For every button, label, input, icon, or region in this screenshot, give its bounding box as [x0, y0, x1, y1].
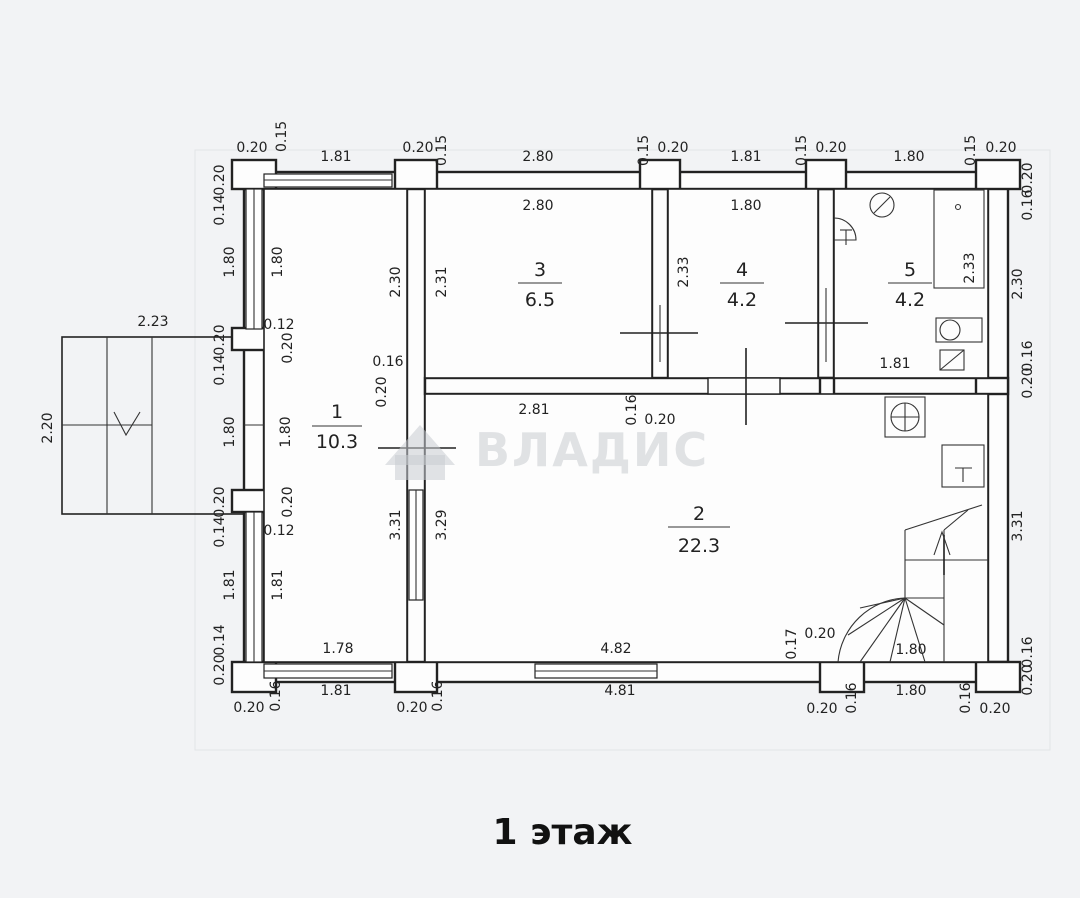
- fixtures: [833, 189, 985, 488]
- dimension-label: 3.31: [388, 509, 404, 540]
- dimension-label: 0.16: [1020, 340, 1036, 371]
- dimension-label: 3.29: [434, 509, 450, 540]
- dimension-label: 0.20: [212, 654, 228, 685]
- dimension-label: 0.14: [212, 354, 228, 385]
- dimension-label: 0.20: [280, 332, 296, 363]
- dimension-label: 3.31: [1010, 510, 1026, 541]
- dimension-label: 0.20: [236, 140, 267, 156]
- dimension-label: 2.81: [518, 402, 549, 418]
- dimensions-left: 0.20 0.14 1.80 1.80 0.12 0.20 0.20 0.14 …: [212, 164, 296, 685]
- dimension-label: 0.14: [212, 194, 228, 225]
- dimension-label: 0.20: [1020, 367, 1036, 398]
- room-labels: 1 10.3 2 22.3 3 6.5 4 4.2 5 4.2: [312, 259, 932, 557]
- dimension-label: 2.33: [962, 252, 978, 283]
- dimension-label: 1.81: [879, 356, 910, 372]
- dimension-label: 0.16: [1020, 189, 1036, 220]
- dimension-label: 1.78: [322, 641, 353, 657]
- dimension-label: 0.20: [212, 324, 228, 355]
- dimension-label: 0.16: [372, 354, 403, 370]
- dimension-label: 4.82: [600, 641, 631, 657]
- dimension-label: 0.12: [263, 317, 294, 333]
- room-3-area: 6.5: [525, 289, 555, 311]
- dimension-label: 0.20: [396, 700, 427, 716]
- staircase: [837, 504, 988, 663]
- dimension-label: 0.15: [636, 135, 652, 166]
- room-1-area: 10.3: [316, 431, 358, 453]
- dimension-label: 1.81: [270, 569, 286, 600]
- dimensions-right: 0.20 0.16 2.30 0.16 0.20 3.31 0.16 0.20: [1010, 162, 1036, 695]
- dimension-label: 0.15: [434, 135, 450, 166]
- dimension-label: 0.12: [263, 523, 294, 539]
- dimension-label: 0.20: [806, 701, 837, 717]
- dimension-label: 0.20: [979, 701, 1010, 717]
- dimension-label: 0.16: [624, 394, 640, 425]
- dimension-label: 0.20: [815, 140, 846, 156]
- dimension-label: 0.20: [657, 140, 688, 156]
- dimension-label: 2.30: [388, 266, 404, 297]
- dimension-label: 2.33: [676, 256, 692, 287]
- dimension-label: 1.80: [270, 246, 286, 277]
- dimensions-partitions: 2.30 2.31 2.33 2.33 0.16 0.20 2.81 0.16 …: [372, 252, 978, 659]
- dimension-label: 4.81: [604, 683, 635, 699]
- dimension-label: 0.20: [374, 376, 390, 407]
- dimension-label: 0.14: [212, 516, 228, 547]
- dimension-label: 0.16: [958, 682, 974, 713]
- room-4-area: 4.2: [727, 289, 757, 311]
- dimension-label: 1.81: [320, 149, 351, 165]
- dimension-label: 1.80: [222, 246, 238, 277]
- dimension-label: 0.16: [844, 682, 860, 713]
- dimension-label: 0.20: [402, 140, 433, 156]
- room-2-number: 2: [693, 503, 705, 525]
- dimension-label: 0.20: [212, 486, 228, 517]
- dimension-label: 0.15: [274, 121, 290, 152]
- dimension-label: 0.17: [784, 628, 800, 659]
- floor-label: 1 этаж: [492, 812, 633, 853]
- dimension-label: 0.16: [268, 680, 284, 711]
- dimension-label: 1.80: [895, 642, 926, 658]
- doors: [244, 288, 868, 449]
- dimensions-porch: 2.23 2.20: [40, 314, 169, 444]
- dimension-label: 0.20: [1020, 664, 1036, 695]
- dimension-label: 0.16: [430, 680, 446, 711]
- room-2-area: 22.3: [678, 535, 720, 557]
- dimension-label: 2.23: [137, 314, 168, 330]
- dimension-label: 1.80: [893, 149, 924, 165]
- dimension-label: 0.15: [794, 135, 810, 166]
- dimension-label: 0.16: [1020, 636, 1036, 667]
- dimension-label: 1.81: [730, 149, 761, 165]
- room-5-number: 5: [904, 259, 916, 281]
- watermark-text: ВЛАДИС: [475, 423, 709, 477]
- dimensions-top: 0.20 0.15 1.81 0.20 0.15 2.80 0.15 0.20 …: [236, 121, 1016, 214]
- dimension-label: 0.15: [963, 135, 979, 166]
- windows: [245, 173, 658, 679]
- watermark: ВЛАДИС: [385, 423, 709, 480]
- dimension-label: 0.20: [212, 164, 228, 195]
- room-3-number: 3: [534, 259, 546, 281]
- room-5-area: 4.2: [895, 289, 925, 311]
- dimension-label: 2.20: [40, 412, 56, 443]
- dimension-label: 0.20: [804, 626, 835, 642]
- dimension-label: 1.81: [222, 569, 238, 600]
- dimension-label: 2.80: [522, 198, 553, 214]
- dimension-label: 0.14: [212, 624, 228, 655]
- dimension-label: 0.20: [644, 412, 675, 428]
- room-4-number: 4: [736, 259, 748, 281]
- dimension-label: 2.30: [1010, 268, 1026, 299]
- room-1-number: 1: [331, 401, 343, 423]
- dimension-label: 1.80: [895, 683, 926, 699]
- dimension-label: 0.20: [233, 700, 264, 716]
- dimension-label: 0.20: [985, 140, 1016, 156]
- dimension-label: 1.80: [730, 198, 761, 214]
- dimension-label: 1.81: [320, 683, 351, 699]
- dimension-label: 0.20: [1020, 162, 1036, 193]
- dimension-label: 2.80: [522, 149, 553, 165]
- dimension-label: 1.80: [222, 416, 238, 447]
- dimensions-bottom: 1.78 4.82 0.20 0.16 1.81 0.20 0.16 4.81 …: [233, 641, 1010, 717]
- dimension-label: 2.31: [434, 266, 450, 297]
- dimension-label: 0.20: [280, 486, 296, 517]
- dimension-label: 1.80: [278, 416, 294, 447]
